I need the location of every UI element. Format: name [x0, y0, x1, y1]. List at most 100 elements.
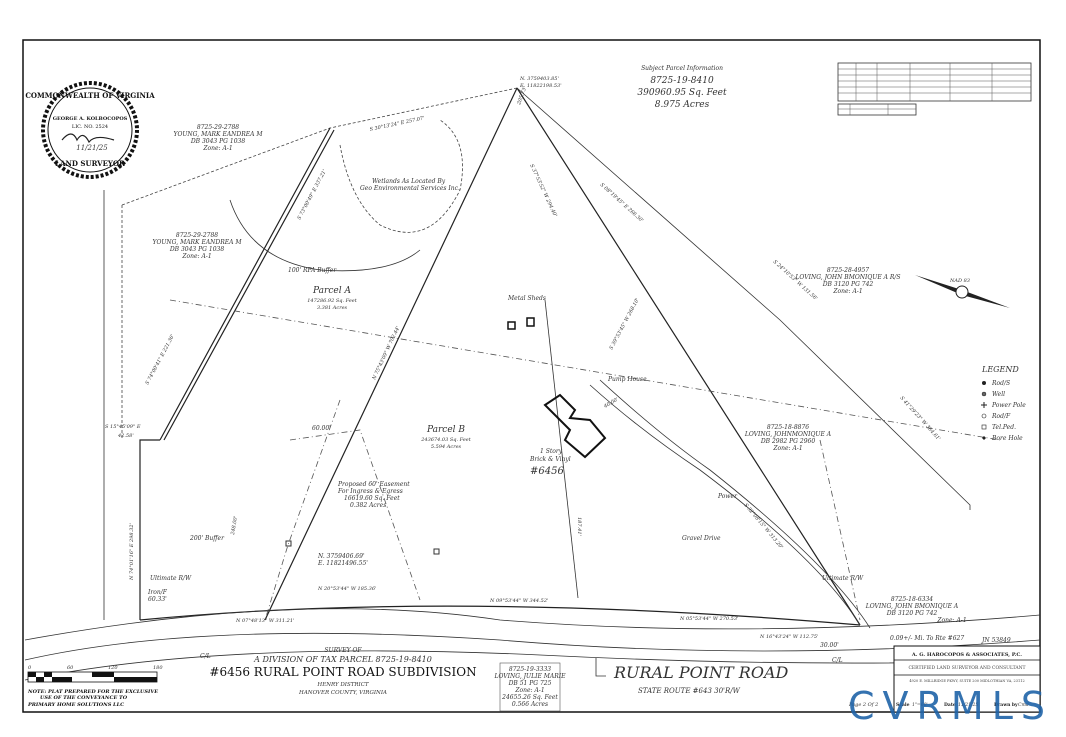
subject-sq-feet: 390960.95 Sq. Feet [637, 88, 727, 98]
seal-text: COMMONWEALTH OF VIRGINIA [25, 91, 155, 100]
svg-text:30.00': 30.00' [820, 642, 839, 649]
svg-text:Well: Well [992, 391, 1005, 398]
svg-text:0: 0 [28, 665, 32, 671]
svg-text:Date: Date [944, 702, 956, 708]
svg-text:Zone: A-1: Zone: A-1 [772, 445, 802, 452]
tel-ped-icon [285, 540, 292, 547]
svg-text:Zone: A-1: Zone: A-1 [202, 145, 232, 152]
parcel-a-acres: 3.381 Acres [317, 305, 348, 311]
svg-text:8725-28-4957: 8725-28-4957 [827, 267, 869, 274]
svg-text:S 39°53'45" W 268.10': S 39°53'45" W 268.10' [608, 297, 640, 351]
svg-text:4920 E. MILLRIDGE PKWY, SUITE: 4920 E. MILLRIDGE PKWY, SUITE 200 MIDLOT… [909, 679, 1024, 683]
svg-text:Page 2 Of 2: Page 2 Of 2 [848, 702, 878, 708]
svg-text:Scale: Scale [896, 702, 910, 708]
svg-text:Tel.Ped.: Tel.Ped. [992, 424, 1016, 431]
svg-text:DB 3043 PG 1038: DB 3043 PG 1038 [190, 138, 245, 145]
annotations: Wetlands As Located By Geo Environmental… [147, 178, 1011, 664]
title-county: HANOVER COUNTY, VIRGINIA [298, 690, 387, 696]
svg-text:16619.60 Sq. Feet: 16619.60 Sq. Feet [344, 495, 400, 502]
subject-acres: 8.975 Acres [655, 100, 710, 110]
svg-text:N 05°53'44" W 270.53': N 05°53'44" W 270.53' [679, 616, 738, 622]
svg-text:NAD 83: NAD 83 [949, 278, 970, 284]
svg-text:8725-29-2788: 8725-29-2788 [176, 232, 218, 239]
svg-text:S 73°00'49" E 337.21': S 73°00'49" E 337.21' [296, 169, 328, 221]
svg-text:Rod/F: Rod/F [991, 413, 1011, 420]
house-footprint [543, 393, 607, 459]
svg-text:0.382 Acres: 0.382 Acres [350, 502, 386, 509]
note-line3: PRIMARY HOME SOLUTIONS LLC [27, 702, 124, 708]
svg-text:N 09°53'44" W 344.52': N 09°53'44" W 344.52' [489, 598, 548, 604]
svg-text:S 15°45'09" E: S 15°45'09" E [105, 424, 141, 430]
svg-text:Bore Hole: Bore Hole [991, 435, 1023, 442]
svg-text:LOVING, JOHN BMONIQUE A R/S: LOVING, JOHN BMONIQUE A R/S [794, 274, 900, 281]
svg-text:LOVING, JOHN BMONIQUE A: LOVING, JOHN BMONIQUE A [865, 603, 959, 610]
north-coord: N. 3759403.85' [519, 76, 559, 82]
svg-text:DB 3120 PG 742: DB 3120 PG 742 [886, 610, 938, 617]
svg-text:1 Story: 1 Story [540, 448, 563, 455]
svg-text:S 08°19'45" E 266.30': S 08°19'45" E 266.30' [599, 182, 645, 224]
metal-shed [526, 317, 535, 327]
svg-text:LOVING, JULIE MARIE: LOVING, JULIE MARIE [494, 673, 567, 680]
road-name: RURAL POINT ROAD [613, 663, 789, 682]
svg-text:S 74°00'41" E 221.36': S 74°00'41" E 221.36' [144, 334, 176, 386]
svg-text:180: 180 [153, 665, 163, 671]
cvrmls-watermark: CVRMLS [848, 684, 1054, 728]
title-line2: #6456 RURAL POINT ROAD SUBDIVISION [209, 665, 476, 679]
surveyor-seal: COMMONWEALTH OF VIRGINIA GEORGE A. KOLBO… [25, 81, 155, 179]
svg-text:Proposed 60' Easement: Proposed 60' Easement [337, 481, 410, 488]
north-arrow-icon: NAD 83 [915, 275, 1010, 308]
metal-shed [507, 321, 516, 330]
svg-text:Pump House: Pump House [607, 376, 647, 383]
svg-text:S 41°29'23" W 364.61': S 41°29'23" W 364.61' [899, 395, 942, 442]
svg-text:Ultimate R/W: Ultimate R/W [822, 575, 864, 582]
plat-border [22, 39, 1041, 713]
title-district: HENRY DISTRICT [316, 682, 369, 688]
east-coord: E. 11822198.53' [519, 83, 562, 89]
svg-text:60: 60 [67, 665, 74, 671]
road-leader [595, 658, 606, 677]
survey-of: SURVEY OF [324, 647, 362, 654]
svg-text:8725-18-8876: 8725-18-8876 [767, 424, 809, 431]
title-block: A. G. HAROCOPOS & ASSOCIATES, P.C. CERTI… [848, 645, 1041, 713]
svg-text:42.58': 42.58' [117, 433, 134, 439]
svg-text:Drawn by: Drawn by [994, 702, 1018, 708]
svg-text:DB 2982 PG 2960: DB 2982 PG 2960 [760, 438, 815, 445]
svg-text:0.566 Acres: 0.566 Acres [512, 701, 548, 708]
seal-date: 11/21/25 [76, 144, 108, 152]
seal-name: GEORGE A. KOLBOCOPOS [53, 116, 128, 122]
parcel-b-name: Parcel B [426, 425, 465, 435]
svg-text:Ultimate R/W: Ultimate R/W [150, 575, 192, 582]
parcel-b-acres: 5.594 Acres [431, 444, 462, 450]
svg-text:60.33': 60.33' [148, 596, 167, 603]
svg-text:1"=60': 1"=60' [912, 702, 928, 708]
seal-license: LIC. NO. 2524 [72, 124, 108, 130]
svg-text:200' Buffer: 200' Buffer [189, 535, 225, 542]
svg-text:0.09+/- Mi. To Rte #627: 0.09+/- Mi. To Rte #627 [890, 635, 964, 642]
svg-text:60.00': 60.00' [312, 425, 331, 432]
svg-text:C/L: C/L [200, 653, 211, 660]
svg-text:E. 11821496.55': E. 11821496.55' [317, 560, 368, 567]
svg-text:JN 53849: JN 53849 [980, 637, 1011, 644]
subject-tax-id: 8725-19-8410 [650, 76, 714, 86]
svg-text:Zone: A-1: Zone: A-1 [936, 617, 966, 624]
parcel-a-name: Parcel A [312, 286, 351, 296]
parcel-a-sqft: 147286.92 Sq. Feet [307, 298, 358, 304]
legend: LEGEND Rod/S Well Power Pole Rod/F Tel.P… [981, 365, 1026, 442]
svg-text:8725-29-2788: 8725-29-2788 [197, 124, 239, 131]
boundary-lines [24, 87, 1041, 681]
scale-bar: 0 60 120 180 [27, 665, 163, 683]
svg-text:8725-19-3333: 8725-19-3333 [509, 666, 551, 673]
svg-text:Zone: A-1: Zone: A-1 [514, 687, 544, 694]
svg-text:Metal Sheds: Metal Sheds [507, 295, 546, 302]
svg-text:Zone: A-1: Zone: A-1 [181, 253, 211, 260]
svg-text:DB 3043 PG 1038: DB 3043 PG 1038 [169, 246, 224, 253]
svg-text:N 20°53'44" W 185.36': N 20°53'44" W 185.36' [317, 586, 376, 592]
svg-text:N. 3759406.69': N. 3759406.69' [317, 553, 365, 560]
seal-title: LAND SURVEYOR [55, 159, 125, 168]
svg-text:CERTIFIED LAND SURVEYOR AND CO: CERTIFIED LAND SURVEYOR AND CONSULTANT [908, 665, 1025, 671]
svg-text:N 16°43'24" W 112.75': N 16°43'24" W 112.75' [759, 634, 818, 640]
